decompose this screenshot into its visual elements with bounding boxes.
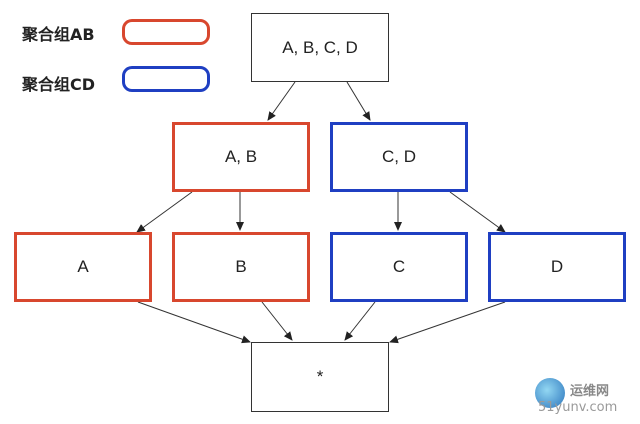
edge-b-star [261,301,293,341]
node-cd: C, D [330,122,468,192]
node-star: * [251,342,389,412]
node-d: D [488,232,626,302]
node-ab: A, B [172,122,310,192]
node-c: C [330,232,468,302]
node-root: A, B, C, D [251,13,389,82]
edge-c-star [344,301,376,341]
watermark-site-cn: 运维网 [570,384,610,399]
edge-d-star [389,301,506,344]
edge-cd-d [449,191,506,233]
node-a: A [14,232,152,302]
watermark-site: 51yunv.com [538,400,618,415]
watermark-logo-icon [535,378,565,408]
edge-a-star [137,301,251,344]
legend-swatch-cd [122,66,210,92]
legend-label-cd: 聚合组CD [22,75,96,94]
legend-label-ab: 聚合组AB [22,25,95,44]
edge-root-ab [267,81,296,121]
edge-ab-a [136,191,193,233]
node-b: B [172,232,310,302]
legend-swatch-ab [122,19,210,45]
edge-root-cd [346,81,371,121]
